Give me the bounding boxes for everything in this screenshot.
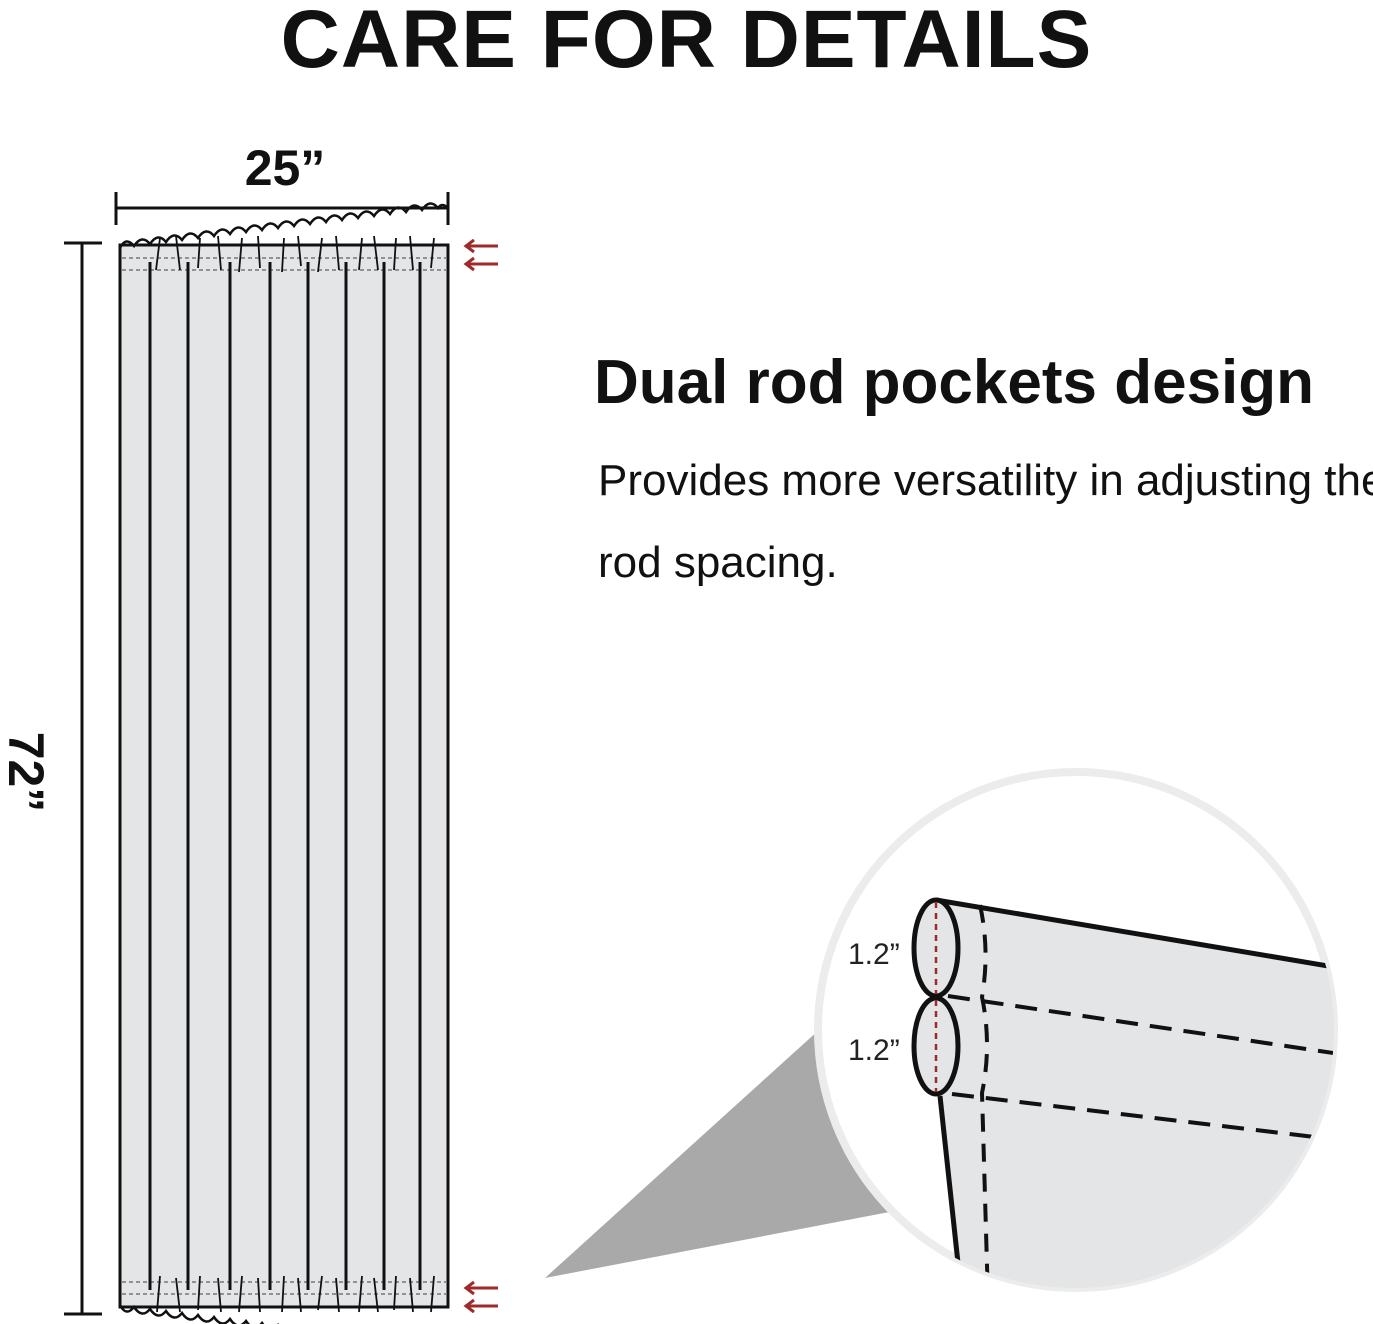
page-title: CARE FOR DETAILS <box>280 0 1093 85</box>
zoom-cone <box>545 1020 900 1278</box>
feature-description: Provides more versatility in adjusting t… <box>598 456 1373 587</box>
curtain-panel <box>118 202 450 1324</box>
arrow-left-icon <box>463 238 498 254</box>
arrow-left-icon <box>463 256 498 272</box>
pleat-lines <box>148 262 422 1290</box>
pocket-top-label: 1.2” <box>848 938 900 971</box>
height-label: 72” <box>0 731 54 813</box>
width-label: 25” <box>244 140 326 196</box>
feature-heading: Dual rod pockets design <box>594 348 1315 417</box>
zoom-detail: 1.2” 1.2” <box>814 768 1338 1292</box>
rod-pocket-arrows <box>463 238 498 1314</box>
arrow-left-icon <box>463 1298 498 1314</box>
pocket-bottom-label: 1.2” <box>848 1034 900 1067</box>
height-dimension <box>64 241 102 1316</box>
width-dimension <box>114 192 450 225</box>
arrow-left-icon <box>463 1280 498 1296</box>
